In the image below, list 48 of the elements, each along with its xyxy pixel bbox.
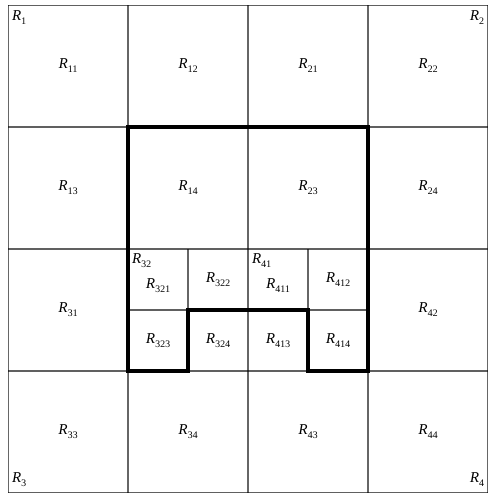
region-label: R$_{321}$ [146, 276, 170, 295]
region-label: R$_{21}$ [298, 57, 318, 75]
region-label: R$_{411}$ [266, 276, 290, 295]
region-cell [248, 5, 368, 127]
subregion-cell [128, 249, 188, 310]
region-cell [248, 127, 368, 249]
region-label: R$_{414}$ [326, 332, 350, 350]
region-label: R$_{24}$ [418, 179, 438, 197]
region-cell [8, 371, 128, 493]
region-cell [368, 371, 488, 493]
region-label: R$_{12}$ [178, 57, 198, 75]
region-label: R$_{14}$ [178, 179, 198, 197]
region-label: R$_{33}$ [58, 423, 78, 441]
subregion-cell [308, 249, 368, 310]
region-cell [368, 249, 488, 371]
region-label: R$_{322}$ [206, 270, 230, 288]
region-cell [128, 127, 248, 249]
subregion-cell [188, 310, 248, 371]
region-cell [8, 127, 128, 249]
region-label: R$_{23}$ [298, 179, 318, 197]
region-label: R$_{43}$ [298, 423, 318, 441]
region-label: R$_{32}$ [132, 252, 152, 270]
region-label: R$_{31}$ [58, 301, 78, 319]
subregion-cell [188, 249, 248, 310]
region-cell [368, 127, 488, 249]
region-label: R$_{324}$ [206, 332, 230, 350]
subregion-cell [248, 310, 308, 371]
region-label: R$_{42}$ [418, 301, 438, 319]
region-label: R$_{4}$ [470, 471, 484, 489]
subregion-cell [248, 249, 308, 310]
region-label: R$_{11}$ [58, 57, 78, 75]
region-label: R$_{323}$ [146, 332, 170, 350]
region-label: R$_{13}$ [58, 179, 78, 197]
region-label: R$_{44}$ [418, 423, 438, 441]
region-label: R$_{2}$ [470, 9, 484, 27]
region-label: R$_{1}$ [12, 9, 26, 27]
region-label: R$_{413}$ [266, 332, 290, 350]
region-label: R$_{22}$ [418, 57, 438, 75]
region-cell [8, 5, 128, 127]
region-label: R$_{412}$ [326, 270, 350, 288]
region-label: R$_{34}$ [178, 423, 198, 441]
region-cell [8, 249, 128, 371]
region-cell [368, 5, 488, 127]
region-label: R$_{41}$ [252, 252, 272, 270]
region-cell [128, 371, 248, 493]
region-label: R$_{3}$ [12, 471, 26, 489]
region-cell [128, 5, 248, 127]
region-cell [248, 371, 368, 493]
